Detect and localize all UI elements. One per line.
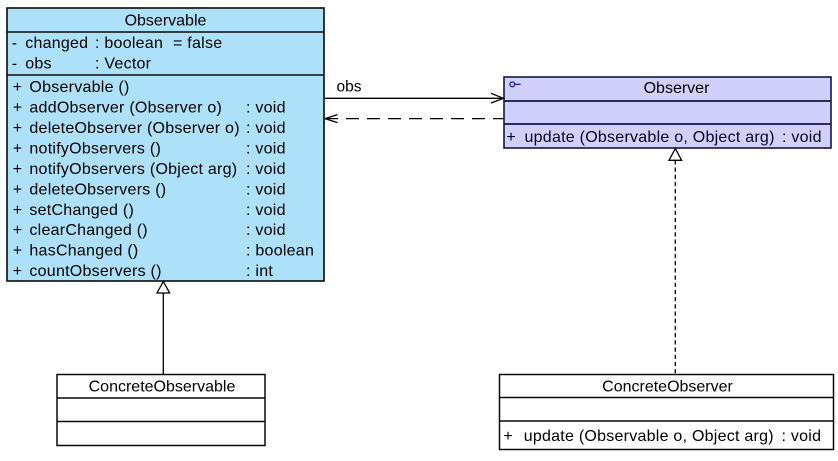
svg-text:-: - [12, 56, 18, 73]
svg-text:+: + [13, 161, 23, 178]
svg-text:changed: changed [25, 35, 88, 52]
svg-text:: boolean: : boolean [95, 35, 163, 52]
svg-text:: boolean: : boolean [246, 243, 314, 260]
svg-text:+: + [13, 202, 23, 219]
svg-text:+: + [506, 129, 516, 146]
svg-text:+: + [503, 428, 513, 445]
svg-text:countObservers (): countObservers () [29, 263, 161, 280]
svg-text:ConcreteObservable: ConcreteObservable [89, 379, 236, 396]
svg-text:clearChanged (): clearChanged () [29, 222, 147, 239]
svg-text:: void: : void [246, 202, 286, 219]
svg-text:: void: : void [782, 428, 822, 445]
svg-text:notifyObservers (Object arg): notifyObservers (Object arg) [29, 161, 237, 178]
svg-text:hasChanged (): hasChanged () [29, 243, 138, 260]
svg-text:+: + [13, 181, 23, 198]
svg-text:: void: : void [246, 120, 286, 137]
svg-text:+: + [13, 79, 23, 96]
svg-text:+: + [13, 100, 23, 117]
svg-text:: void: : void [246, 141, 286, 158]
svg-text:+: + [13, 120, 23, 137]
svg-text:: void: : void [246, 161, 286, 178]
svg-text:deleteObserver (Observer o): deleteObserver (Observer o) [29, 120, 239, 137]
svg-text:addObserver (Observer o): addObserver (Observer o) [29, 100, 222, 117]
svg-text:Observer: Observer [644, 80, 710, 97]
svg-text:update (Observable o, Object a: update (Observable o, Object arg) [524, 428, 774, 445]
svg-text:= false: = false [173, 35, 222, 52]
svg-text:Observable: Observable [125, 13, 207, 30]
svg-text:Observable (): Observable () [29, 79, 129, 96]
svg-text:+: + [13, 243, 23, 260]
svg-text:deleteObservers (): deleteObservers () [29, 181, 166, 198]
svg-text:obs: obs [337, 79, 362, 96]
svg-text:+: + [13, 141, 23, 158]
svg-text:: Vector: : Vector [95, 56, 152, 73]
svg-text:update (Observable o, Object a: update (Observable o, Object arg) [525, 129, 775, 146]
svg-text:obs: obs [25, 56, 52, 73]
svg-text:notifyObservers (): notifyObservers () [29, 141, 161, 158]
svg-text:: int: : int [246, 263, 273, 280]
svg-text:: void: : void [246, 181, 286, 198]
svg-text:: void: : void [246, 222, 286, 239]
svg-text:-: - [12, 35, 18, 52]
svg-text:ConcreteObserver: ConcreteObserver [602, 379, 733, 396]
svg-text:+: + [13, 263, 23, 280]
svg-text:setChanged (): setChanged () [29, 202, 134, 219]
svg-text:+: + [13, 222, 23, 239]
svg-text:: void: : void [782, 129, 822, 146]
svg-text:: void: : void [246, 100, 286, 117]
